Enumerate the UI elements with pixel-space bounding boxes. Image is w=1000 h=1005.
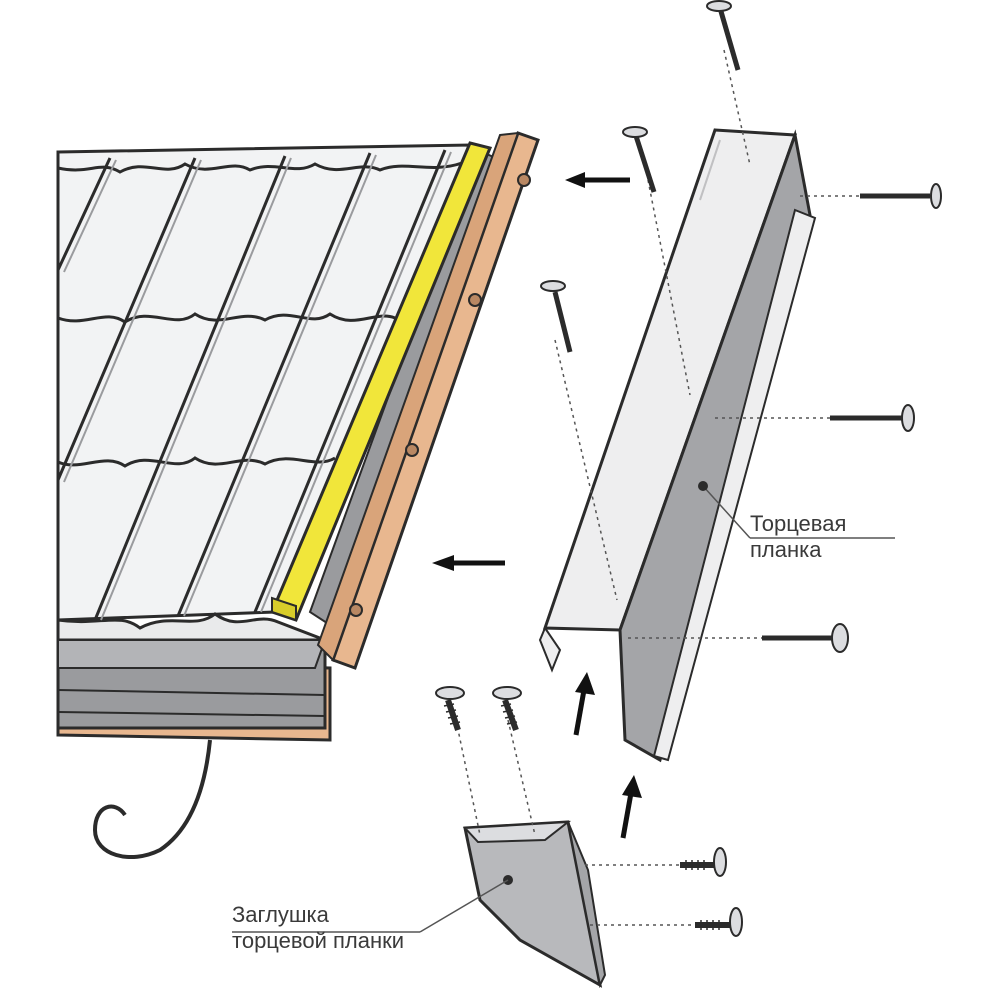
arrow-up-icon bbox=[573, 672, 595, 736]
yellow-bar bbox=[269, 141, 498, 622]
screw-icon bbox=[492, 686, 522, 732]
screw-icon bbox=[435, 686, 465, 731]
wood-end-board bbox=[316, 131, 540, 670]
eave-assembly bbox=[56, 638, 332, 860]
end-plank-label-line2: планка bbox=[750, 536, 822, 562]
end-cap-label: Заглушка торцевой планки bbox=[232, 902, 404, 954]
nail-icon bbox=[622, 126, 657, 193]
nail-icon bbox=[706, 0, 741, 71]
end-cap-label-line1: Заглушка bbox=[232, 902, 329, 927]
direction-arrows bbox=[432, 172, 642, 839]
nail-icon bbox=[540, 280, 573, 353]
end-plank-part bbox=[538, 128, 817, 763]
screw-icon bbox=[695, 907, 743, 937]
nail-icon bbox=[762, 623, 849, 653]
end-cap-part bbox=[462, 820, 607, 989]
label-leader-lines bbox=[232, 481, 895, 933]
end-plank-label: Торцевая планка bbox=[750, 511, 846, 563]
nails bbox=[540, 0, 942, 653]
arrow-left-icon bbox=[432, 555, 505, 571]
end-plank-label-line1: Торцевая bbox=[750, 511, 847, 536]
arrow-left-icon bbox=[565, 172, 630, 188]
end-cap-label-line2: торцевой планки bbox=[232, 927, 405, 953]
nail-icon bbox=[860, 183, 942, 209]
screws bbox=[435, 686, 743, 937]
arrow-up-icon bbox=[620, 775, 642, 839]
screw-icon bbox=[680, 847, 727, 877]
nail-icon bbox=[830, 404, 915, 432]
roof-sheet bbox=[56, 143, 473, 650]
